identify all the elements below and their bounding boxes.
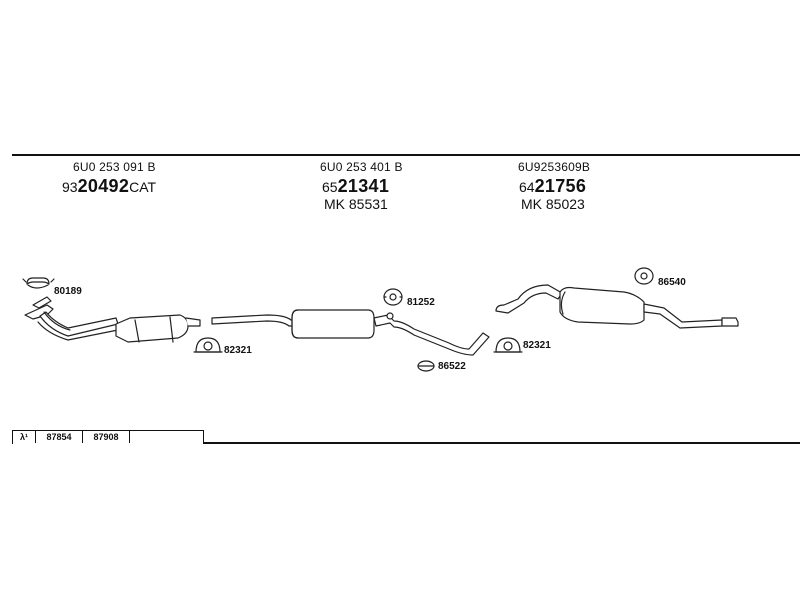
bottom-rule bbox=[204, 442, 800, 444]
part-number-rear: 6421756 bbox=[519, 176, 587, 196]
gasket-icon-right bbox=[493, 337, 523, 353]
part-code-front: 6U0 253 091 B bbox=[73, 160, 156, 174]
gasket-icon-left bbox=[193, 337, 223, 353]
part-number-middle: 6521341 bbox=[322, 176, 390, 196]
label-hanger-rear: 86540 bbox=[658, 277, 686, 288]
table-symbol-cell: λ¹ bbox=[13, 431, 36, 443]
mounting-kit-rear: MK 85023 bbox=[521, 196, 585, 212]
hanger-icon-mid bbox=[383, 288, 403, 306]
table-cell-1: 87854 bbox=[36, 431, 83, 443]
label-gasket-left: 82321 bbox=[224, 345, 252, 356]
front-pipe-catalyst bbox=[24, 296, 201, 343]
clamp-icon-mid bbox=[417, 360, 435, 372]
top-rule bbox=[12, 154, 800, 156]
label-hanger-mid: 81252 bbox=[407, 297, 435, 308]
label-gasket-right: 82321 bbox=[523, 340, 551, 351]
part-code-rear: 6U9253609B bbox=[518, 160, 591, 174]
table-cell-2: 87908 bbox=[83, 431, 130, 443]
label-clamp-front: 80189 bbox=[54, 286, 82, 297]
sensor-table bbox=[12, 430, 204, 444]
part-number-front: 9320492CAT bbox=[62, 176, 157, 196]
table-cell-3 bbox=[130, 431, 201, 443]
clamp-icon-front bbox=[22, 277, 55, 289]
rear-silencer bbox=[495, 284, 739, 329]
intermediate-pipe bbox=[211, 314, 300, 327]
mounting-kit-middle: MK 85531 bbox=[324, 196, 388, 212]
middle-silencer bbox=[291, 309, 490, 356]
part-code-middle: 6U0 253 401 B bbox=[320, 160, 403, 174]
label-clamp-mid: 86522 bbox=[438, 361, 466, 372]
hanger-icon-rear bbox=[634, 267, 654, 285]
